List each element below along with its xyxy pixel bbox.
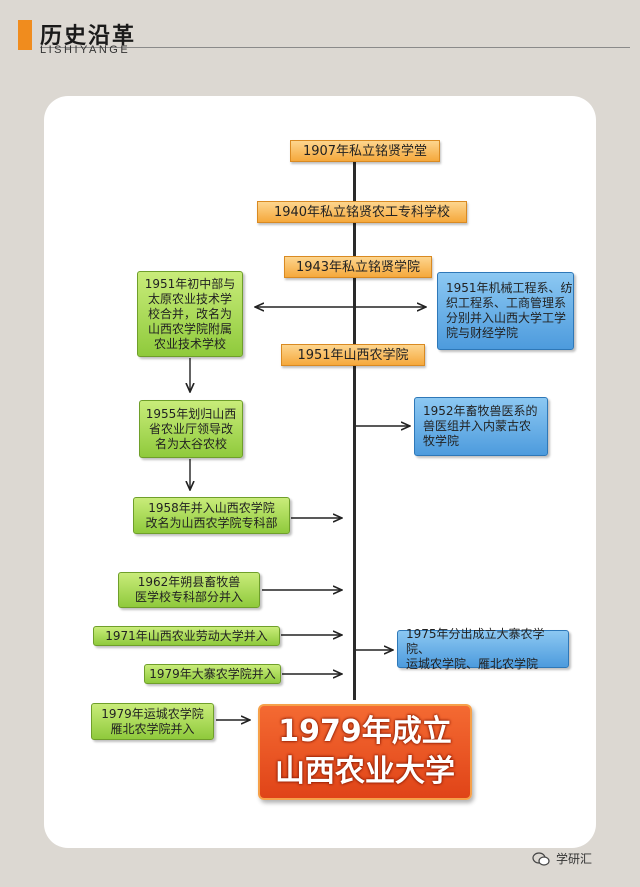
watermark-text: 学研汇 xyxy=(556,852,593,866)
right-event-1952: 1952年畜牧兽医系的 兽医组并入内蒙古农 牧学院 xyxy=(414,397,548,456)
header-accent-bar xyxy=(18,20,32,50)
timeline-axis xyxy=(353,148,356,700)
left-event-1955: 1955年划归山西 省农业厅领导改 名为太谷农校 xyxy=(139,400,243,458)
page-title: 历史沿革 xyxy=(40,23,137,49)
final-event-1979: 1979年成立 山西农业大学 xyxy=(258,704,472,800)
left-event-1971: 1971年山西农业劳动大学并入 xyxy=(93,626,280,646)
main-event-1951: 1951年山西农学院 xyxy=(281,344,425,366)
wechat-icon xyxy=(532,851,550,866)
main-event-1943: 1943年私立铭贤学院 xyxy=(284,256,432,278)
right-event-1975: 1975年分出成立大寨农学院、 运城农学院、雁北农学院 xyxy=(397,627,569,671)
left-event-1979-dazhai: 1979年大寨农学院并入 xyxy=(144,664,281,684)
header-divider xyxy=(40,47,630,48)
page-header: 历史沿革 LISHIYANGE xyxy=(0,0,640,70)
page-subtitle: LISHIYANGE xyxy=(40,44,131,56)
final-event-line2: 山西农业大学 xyxy=(275,754,455,789)
left-event-1962: 1962年朔县畜牧兽 医学校专科部分并入 xyxy=(118,572,260,608)
left-event-1958: 1958年并入山西农学院 改名为山西农学院专科部 xyxy=(133,497,290,534)
main-event-1907: 1907年私立铭贤学堂 xyxy=(290,140,440,162)
left-event-1951: 1951年初中部与 太原农业技术学 校合并，改名为 山西农学院附属 农业技术学校 xyxy=(137,271,243,357)
right-event-1951: 1951年机械工程系、纺 织工程系、工商管理系 分别并入山西大学工学 院与财经学… xyxy=(437,272,574,350)
final-event-line1: 1979年成立 xyxy=(278,714,452,749)
main-event-1940: 1940年私立铭贤农工专科学校 xyxy=(257,201,467,223)
watermark: 学研汇 xyxy=(532,850,592,867)
left-event-1979-merge: 1979年运城农学院 雁北农学院并入 xyxy=(91,703,214,740)
